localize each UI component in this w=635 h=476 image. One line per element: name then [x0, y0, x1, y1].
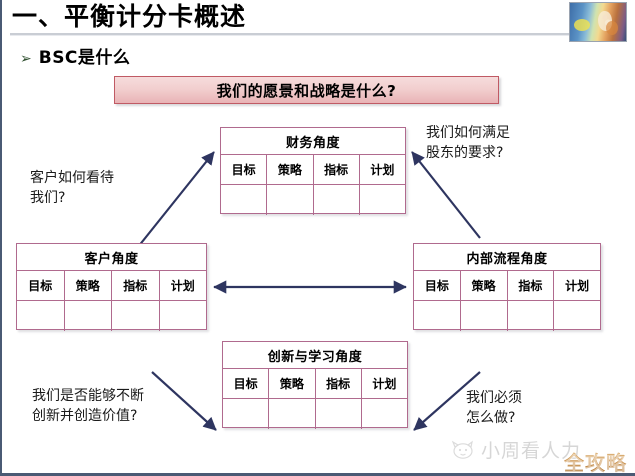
brand-logo: 全攻略 — [564, 447, 627, 473]
column-header-metric: 指标 — [112, 271, 160, 300]
column-header-plan: 计划 — [372, 377, 397, 391]
bullet-label: BSC是什么 — [38, 48, 131, 68]
perspective-empty-row-financial — [221, 185, 405, 215]
table-cell — [314, 185, 360, 215]
table-cell — [65, 301, 112, 331]
perspective-empty-row-internal-process — [414, 301, 600, 331]
perspective-title-financial: 财务角度 — [221, 128, 405, 155]
column-header-goal: 目标 — [221, 155, 268, 184]
corner-thumbnail-image — [569, 2, 627, 42]
thumbnail-blob-right — [606, 21, 618, 35]
arrow-financial-to-internal — [411, 151, 481, 239]
table-cell — [508, 301, 555, 331]
arrow-to-learning-left — [151, 371, 217, 431]
title-divider-shadow — [10, 35, 622, 36]
perspective-header-row-learning: 目标 策略 指标 计划 — [223, 369, 407, 399]
perspective-empty-row-learning — [223, 399, 407, 429]
column-header-strategy: 策略 — [461, 271, 508, 300]
perspective-card-customer: 客户角度 目标 策略 指标 计划 — [16, 243, 207, 331]
table-cell — [17, 301, 65, 331]
table-cell — [362, 399, 407, 429]
column-header-plan: 计划 — [170, 279, 195, 293]
table-cell — [267, 185, 314, 215]
table-cell — [112, 301, 160, 331]
column-header-strategy: 策略 — [267, 155, 314, 184]
perspective-empty-row-customer — [17, 301, 206, 331]
caption-innovation-question: 我们是否能够不断 创新并创造价值? — [32, 388, 144, 424]
perspective-card-learning: 创新与学习角度 目标 策略 指标 计划 — [222, 341, 408, 429]
column-header-strategy: 策略 — [65, 271, 112, 300]
table-cell — [160, 301, 207, 331]
bullet-row: ➢ BSC是什么 — [20, 43, 130, 68]
caption-customer-question: 客户如何看待 我们? — [30, 170, 114, 206]
thumbnail-blob-left — [574, 19, 590, 31]
table-cell — [360, 185, 405, 215]
perspective-card-financial: 财务角度 目标 策略 指标 计划 — [220, 127, 406, 215]
caption-shareholder-question: 我们如何满足 股东的要求? — [426, 125, 510, 161]
watermark-text: 小周看人力 — [481, 440, 582, 462]
perspective-header-row-financial: 目标 策略 指标 计划 — [221, 155, 405, 185]
table-cell — [316, 399, 362, 429]
table-cell — [554, 301, 600, 331]
table-cell — [221, 185, 268, 215]
table-cell — [461, 301, 508, 331]
perspective-header-row-customer: 目标 策略 指标 计划 — [17, 271, 206, 301]
column-header-metric: 指标 — [508, 271, 555, 300]
page-title: 一、平衡计分卡概述 — [12, 2, 247, 31]
column-header-goal: 目标 — [414, 271, 461, 300]
vision-strategy-banner: 我们的愿景和战略是什么? — [114, 76, 499, 104]
column-header-plan: 计划 — [370, 163, 395, 177]
column-header-goal: 目标 — [223, 369, 270, 398]
column-header-goal: 目标 — [17, 271, 65, 300]
column-header-plan: 计划 — [565, 279, 590, 293]
perspective-title-learning: 创新与学习角度 — [223, 342, 407, 369]
perspective-header-row-internal-process: 目标 策略 指标 计划 — [414, 271, 600, 301]
table-cell — [223, 399, 270, 429]
vision-strategy-banner-label: 我们的愿景和战略是什么? — [216, 81, 397, 100]
title-divider — [10, 33, 622, 35]
cat-face-icon — [450, 440, 476, 460]
perspective-title-internal-process: 内部流程角度 — [414, 244, 600, 271]
arrow-customer-to-financial — [137, 151, 215, 248]
perspective-card-internal-process: 内部流程角度 目标 策略 指标 计划 — [413, 243, 601, 331]
column-header-strategy: 策略 — [269, 369, 316, 398]
caption-must-do-question: 我们必须 怎么做? — [466, 390, 522, 426]
bullet-arrow-icon: ➢ — [20, 51, 32, 67]
table-cell — [414, 301, 461, 331]
watermark: 小周看人力 — [450, 436, 581, 463]
column-header-metric: 指标 — [314, 155, 360, 184]
column-header-metric: 指标 — [316, 369, 362, 398]
perspective-title-customer: 客户角度 — [17, 244, 206, 271]
table-cell — [269, 399, 316, 429]
